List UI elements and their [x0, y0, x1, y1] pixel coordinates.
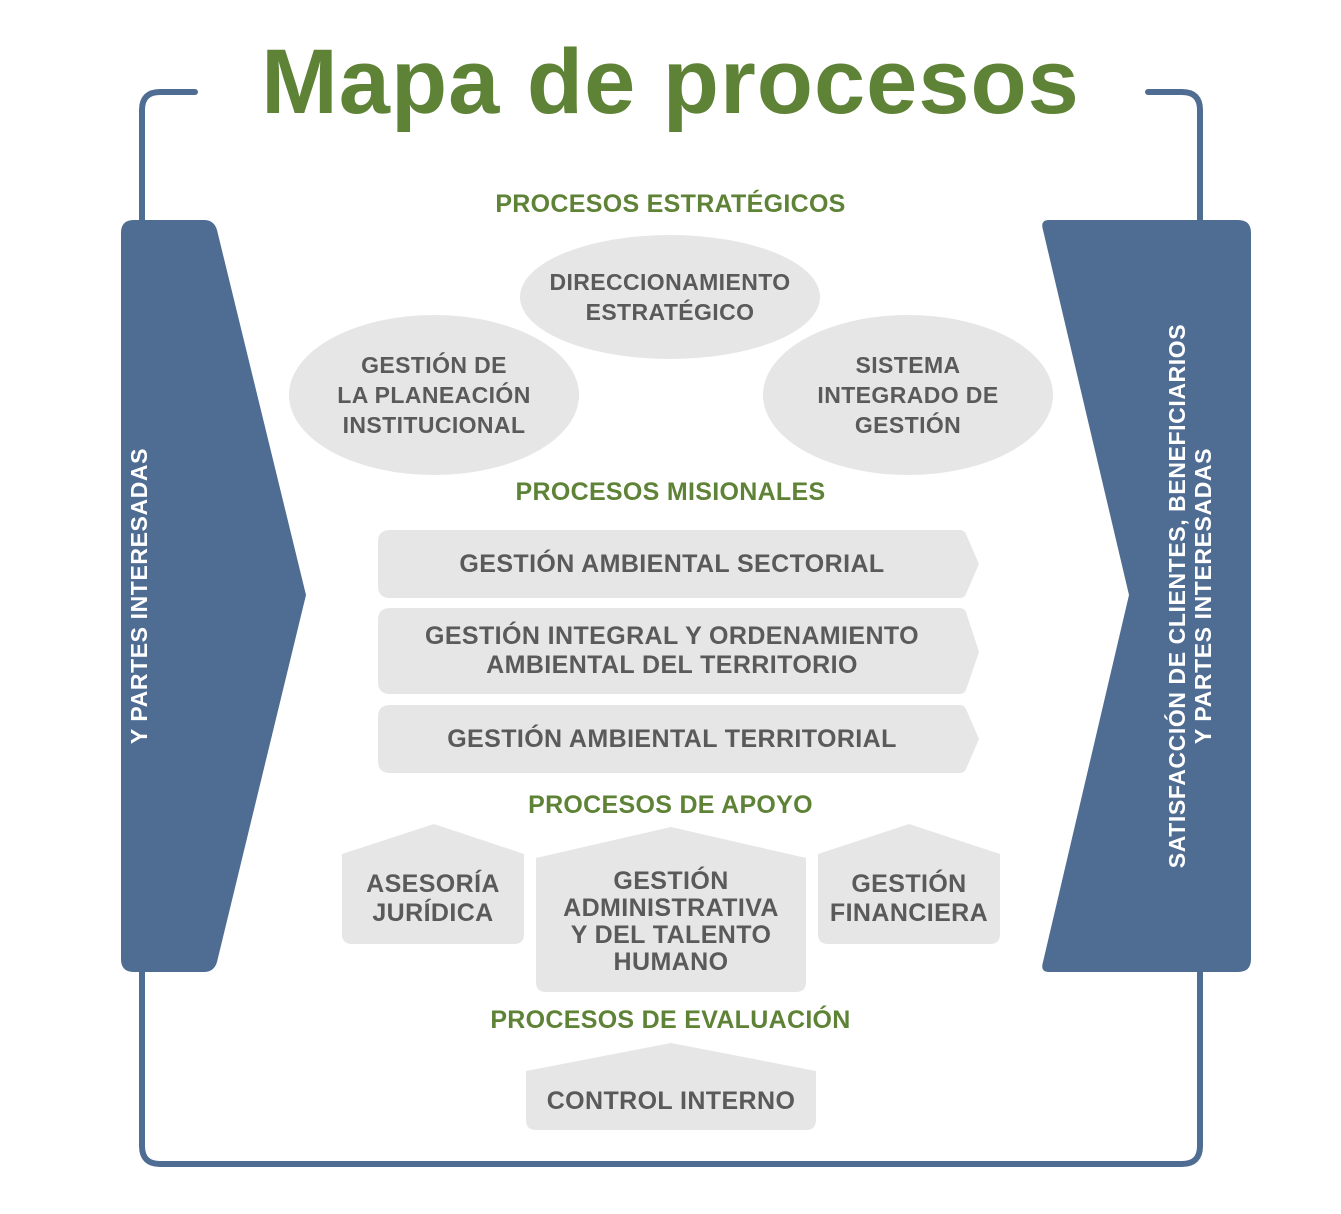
evaluation-label-control: CONTROL INTERNO [546, 1086, 796, 1115]
support-house-administrativa [536, 827, 806, 992]
strategic-label-planeacion: GESTIÓN DE LA PLANEACIÓN INSTITUCIONAL [337, 352, 531, 438]
heading-evaluation: PROCESOS DE EVALUACIÓN [490, 1006, 851, 1034]
input-panel-text: NECESIDADES Y EXPECTATIVAS DE CLIENTES B… [74, 405, 152, 787]
strategic-ellipse-direccionamiento [520, 235, 820, 359]
heading-strategic: PROCESOS ESTRATÉGICOS [495, 190, 846, 218]
missional-label-sectorial: GESTIÓN AMBIENTAL SECTORIAL [459, 549, 885, 578]
evaluation-house-control [526, 1043, 816, 1130]
support-label-juridica: ASESORÍA JURÍDICA [366, 870, 500, 927]
strategic-label-direccionamiento: DIRECCIONAMIENTO ESTRATÉGICO [549, 269, 791, 325]
outer-frame [139, 89, 1203, 1167]
support-house-juridica [342, 824, 524, 944]
missional-chevron-territorial [378, 705, 979, 773]
page-title: Mapa de procesos [261, 31, 1080, 133]
output-panel-text: SATISFACCIÓN DE CLIENTES, BENEFICIARIOS … [1164, 323, 1216, 869]
missional-label-territorial: GESTIÓN AMBIENTAL TERRITORIAL [447, 724, 897, 753]
output-arrow-panel [1042, 220, 1251, 972]
strategic-ellipse-sistema [763, 315, 1053, 475]
strategic-label-sistema: SISTEMA INTEGRADO DE GESTIÓN [817, 352, 999, 438]
missional-chevron-integral [378, 608, 979, 694]
support-label-administrativa: GESTIÓN ADMINISTRATIVA Y DEL TALENTO HUM… [563, 867, 779, 976]
strategic-ellipse-planeacion [289, 315, 579, 475]
missional-chevron-sectorial [378, 530, 979, 598]
support-label-financiera: GESTIÓN FINANCIERA [829, 870, 989, 927]
input-arrow-panel [121, 220, 306, 972]
support-house-financiera [818, 824, 1000, 944]
heading-missional: PROCESOS MISIONALES [515, 478, 826, 506]
missional-label-integral: GESTIÓN INTEGRAL Y ORDENAMIENTO AMBIENTA… [425, 622, 919, 679]
heading-support: PROCESOS DE APOYO [528, 791, 813, 819]
